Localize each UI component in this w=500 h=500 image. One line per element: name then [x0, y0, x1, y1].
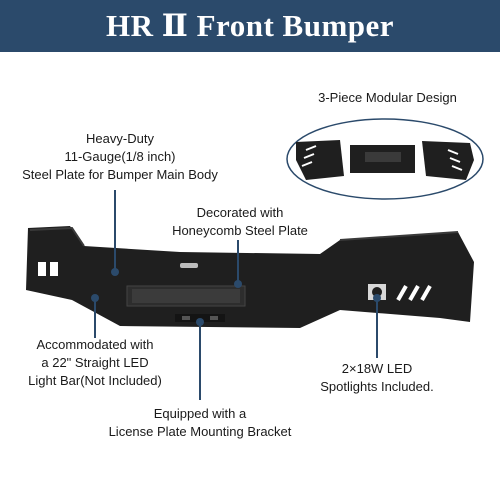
license-bracket-callout: Equipped with a License Plate Mounting B… [108, 406, 292, 439]
modular-left-piece [296, 140, 344, 180]
leader-steel-plate [111, 190, 119, 276]
led-bar-callout: Accommodated with a 22" Straight LED Lig… [28, 337, 162, 388]
leader-led-bar [91, 294, 99, 338]
page-title: HR Ⅱ Front Bumper [105, 8, 395, 43]
right-spotlight-and-vents [368, 284, 432, 301]
bumper-main-body [26, 226, 474, 328]
title-banner: HR Ⅱ Front Bumper [0, 0, 500, 52]
spotlights-callout: 2×18W LED Spotlights Included. [320, 361, 434, 394]
honeycomb-light-bar-plate [126, 285, 246, 307]
leader-license [196, 318, 204, 400]
honeycomb-callout: Decorated with Honeycomb Steel Plate [172, 205, 308, 238]
modular-center-piece [350, 145, 415, 173]
modular-highlight-ellipse [286, 118, 484, 200]
modular-design-text: 3-Piece Modular Design [318, 90, 457, 105]
left-vent-cutouts [38, 262, 58, 276]
modular-design-label: 3-Piece Modular Design [300, 89, 475, 107]
leader-honeycomb [234, 240, 242, 288]
leader-spotlights [373, 294, 381, 358]
brand-badge [180, 263, 198, 268]
modular-right-piece [422, 141, 474, 180]
steel-plate-callout: Heavy-Duty 11-Gauge(1/8 inch) Steel Plat… [22, 131, 218, 182]
